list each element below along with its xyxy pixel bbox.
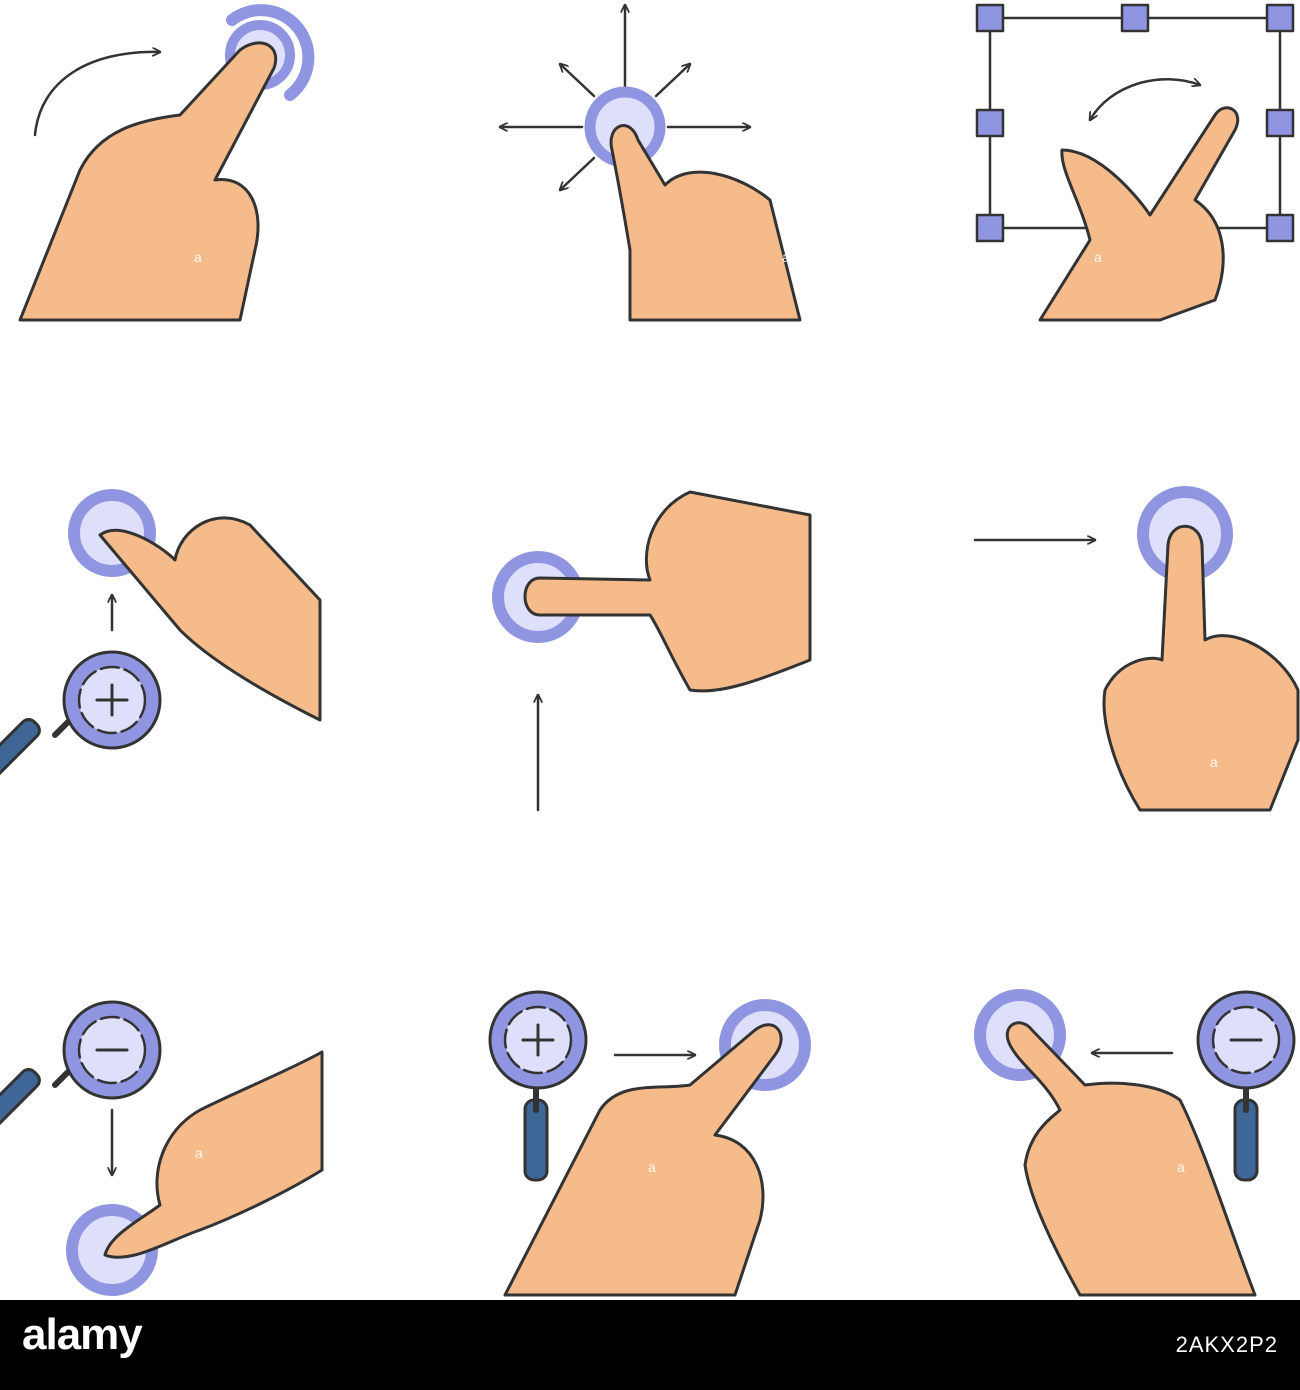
hand-icon [103, 1050, 324, 1259]
alamy-logo: alamy [22, 1310, 143, 1359]
hand-icon [98, 516, 322, 722]
zoom-out-magnifier-icon [1196, 990, 1296, 1182]
svg-text:a: a [782, 249, 790, 265]
zoom-in-magnifier-icon [0, 650, 162, 786]
watermark-marks: a a a a a a a [194, 249, 1218, 1175]
rotate-arrows-icon [1090, 79, 1200, 120]
zoom-out-swipe-left-icon [974, 989, 1296, 1297]
gesture-icon-set: a a a a a a a [0, 3, 1300, 1297]
stock-footer-bar: alamy 2AKX2P2 [0, 1300, 1300, 1390]
zoom-out-magnifier-icon [0, 1000, 162, 1136]
zoom-in-swipe-up-icon [0, 489, 322, 786]
tap-rotate-gesture-icon [18, 4, 315, 322]
tap-swipe-up-icon [492, 490, 812, 812]
hand-icon [1006, 1021, 1257, 1297]
rotate-selection-icon [975, 3, 1295, 322]
hand-icon [503, 1023, 783, 1297]
svg-text:a: a [1177, 1159, 1185, 1175]
zoom-in-swipe-right-icon [488, 990, 811, 1297]
zoom-out-swipe-down-icon [0, 1000, 324, 1296]
svg-text:a: a [648, 1159, 656, 1175]
tap-ripple-icon [226, 4, 315, 101]
multi-direction-drag-icon [498, 3, 802, 322]
zoom-in-magnifier-icon [488, 990, 588, 1182]
tap-swipe-right-icon [973, 486, 1300, 812]
stock-image-id: 2AKX2P2 [1175, 1332, 1278, 1357]
hand-icon [609, 124, 802, 322]
hand-icon [1102, 524, 1300, 812]
curved-arrow-icon [33, 52, 162, 137]
svg-text:a: a [1210, 754, 1218, 770]
svg-text:a: a [1094, 249, 1102, 265]
hand-icon [523, 490, 812, 693]
svg-text:a: a [194, 249, 202, 265]
hand-icon [1038, 106, 1239, 322]
svg-text:a: a [195, 1145, 203, 1161]
hand-icon [18, 41, 278, 322]
